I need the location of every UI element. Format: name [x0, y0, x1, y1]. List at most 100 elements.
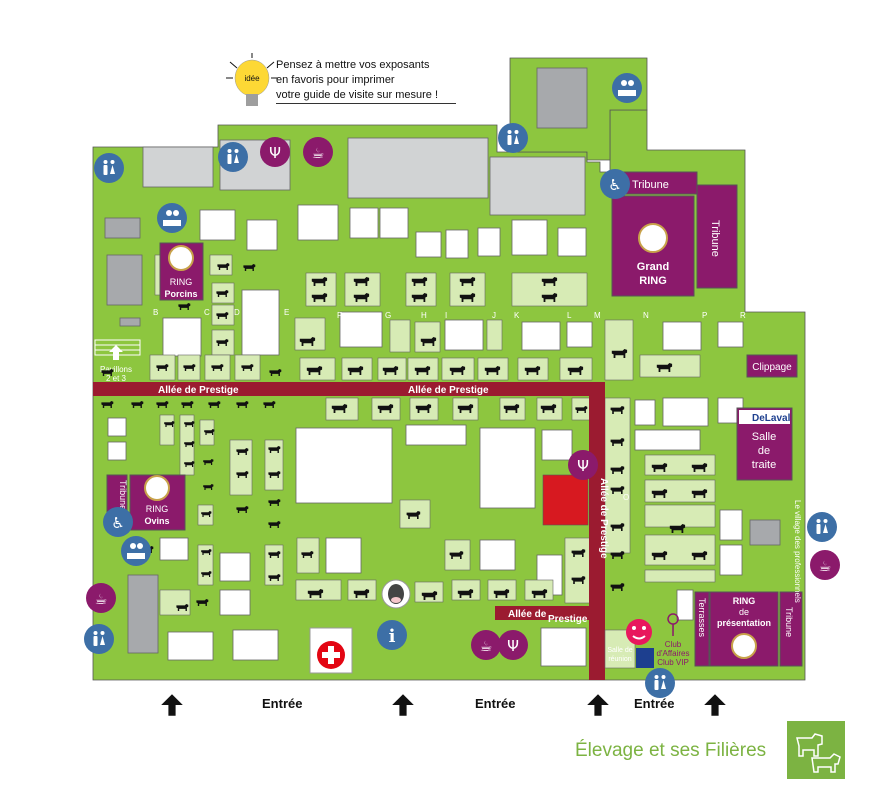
location-pin-icon	[667, 613, 679, 637]
svg-text:Ψ: Ψ	[507, 637, 519, 655]
letter-d: D	[234, 308, 240, 317]
toilet-icon[interactable]	[807, 512, 837, 542]
info-desk-icon[interactable]	[121, 536, 151, 566]
svg-text:♿: ♿	[111, 514, 124, 532]
cow-mascot-icon[interactable]	[381, 579, 411, 609]
letter-m: M	[594, 311, 601, 320]
salle-traite-zone[interactable]: DeLaval Salle de traite	[736, 407, 793, 481]
svg-text:i: i	[389, 626, 396, 647]
ring-presentation-label-3: présentation	[717, 618, 771, 628]
pavillons-label-1: Pavillons	[100, 365, 132, 374]
smiley-icon[interactable]	[626, 619, 652, 645]
info-desk-icon[interactable]	[612, 73, 642, 103]
footer-title: Élevage et ses Filières	[575, 740, 767, 761]
info-icon[interactable]: i	[377, 620, 407, 650]
arrow-up-icon	[161, 694, 183, 716]
info-desk-icon[interactable]	[157, 203, 187, 233]
salle-reunion-label-2: réunion	[608, 656, 631, 663]
ring-ovins-label-1: RING	[146, 504, 169, 514]
ring-presentation-label-2: de	[739, 607, 749, 617]
svg-text:☕: ☕	[819, 559, 832, 575]
letter-f: F	[337, 311, 342, 320]
svg-text:☕: ☕	[312, 146, 325, 162]
wheelchair-icons[interactable]: ♿ ♿	[103, 169, 630, 537]
tip-line-1: Pensez à mettre vos exposants	[276, 59, 430, 71]
delaval-logo-label: DeLaval	[752, 413, 791, 424]
club-label-3: Club VIP	[657, 658, 689, 667]
grand-ring[interactable]: Tribune Grand RING Tribune	[611, 171, 738, 297]
toilet-icon[interactable]	[94, 153, 124, 183]
letter-n: N	[643, 311, 649, 320]
alley-label-vertical: Allée de Prestige	[598, 478, 609, 559]
toilet-icon[interactable]	[498, 123, 528, 153]
alley-label-left: Allée de Prestige	[158, 385, 239, 396]
letter-c: C	[204, 308, 210, 317]
info-desk-icons[interactable]	[121, 73, 642, 566]
svg-text:♿: ♿	[608, 176, 621, 194]
arrow-up-icon	[704, 694, 726, 716]
ring-porcins-label-2: Porcins	[164, 289, 197, 299]
ring-porcins[interactable]: RING Porcins	[159, 242, 204, 301]
toilet-icon[interactable]	[645, 668, 675, 698]
tribune-ovins-label: Tribune	[118, 480, 128, 510]
ring-presentation[interactable]: Terrasses RING de présentation Tribune	[694, 591, 803, 667]
tip-text: Pensez à mettre vos exposants en favoris…	[276, 58, 456, 104]
toilet-icons[interactable]	[84, 123, 837, 698]
letter-k: K	[514, 311, 520, 320]
salle-reunion-label-1: Salle de	[607, 647, 632, 654]
letter-o: O	[623, 493, 629, 502]
entrance-label-1[interactable]: Entrée	[262, 696, 303, 711]
club-label-2: d'Affaires	[657, 649, 690, 658]
village-label: Le village des professionnels	[793, 500, 802, 603]
restaurant-icon[interactable]: Ψ	[260, 137, 290, 167]
alley-label-bottom-2: Prestige	[548, 614, 588, 625]
ring-ovins[interactable]: Tribune RING Ovins	[106, 474, 186, 531]
tribune-right-label: Tribune	[709, 220, 721, 257]
entrance-label-3[interactable]: Entrée	[634, 696, 675, 711]
restaurant-icon[interactable]: Ψ	[568, 450, 598, 480]
cafe-icon[interactable]: ☕	[471, 630, 501, 660]
restaurant-icon[interactable]: Ψ	[498, 630, 528, 660]
letter-r: R	[740, 311, 746, 320]
clippage-label: Clippage	[752, 362, 792, 373]
club-label-1: Club	[665, 640, 682, 649]
entrance-label-2[interactable]: Entrée	[475, 696, 516, 711]
clippage-zone[interactable]: Clippage	[746, 354, 798, 378]
letter-l: L	[567, 311, 572, 320]
cafe-icons[interactable]: ☕ ☕ ☕ ☕	[86, 137, 840, 660]
arrow-up-icon	[392, 694, 414, 716]
svg-text:Ψ: Ψ	[577, 457, 589, 475]
grand-ring-label-1: Grand	[637, 261, 669, 273]
pavillons-label-2: 2 et 3	[106, 374, 127, 383]
tip-line-2: en favoris pour imprimer	[276, 74, 395, 86]
restaurant-icons[interactable]: Ψ Ψ Ψ	[260, 137, 598, 660]
letter-b: B	[153, 308, 158, 317]
first-aid-icon[interactable]	[309, 627, 353, 674]
footer-logo-icon	[787, 721, 845, 779]
letter-i: I	[445, 311, 447, 320]
salle-traite-label-3: traite	[752, 459, 776, 471]
reserved-red-area	[542, 474, 589, 526]
arrow-up-icon	[587, 694, 609, 716]
club-logo-icon	[636, 648, 654, 668]
tribune-top-label: Tribune	[632, 179, 669, 191]
club-vip[interactable]: Salle de réunion Club d'Affaires Club VI…	[604, 629, 690, 669]
wheelchair-icon[interactable]: ♿	[600, 169, 630, 199]
wheelchair-icon[interactable]: ♿	[103, 507, 133, 537]
letter-g: G	[385, 311, 391, 320]
tip-line-3: votre guide de visite sur mesure !	[276, 89, 439, 101]
cafe-icon[interactable]: ☕	[303, 137, 333, 167]
grand-ring-label-2: RING	[639, 275, 667, 287]
salle-traite-label-1: Salle	[752, 431, 776, 443]
hall-letters: B C D E F G H I J K L M N O P R	[153, 308, 746, 502]
toilet-icon[interactable]	[218, 142, 248, 172]
terrasses-label: Terrasses	[697, 598, 707, 638]
ring-porcins-label-1: RING	[170, 277, 193, 287]
pavillons-marker[interactable]: Pavillons 2 et 3	[94, 339, 141, 383]
lightbulb-icon: idée	[226, 53, 278, 106]
cafe-icon[interactable]: ☕	[86, 583, 116, 613]
cafe-icon[interactable]: ☕	[810, 550, 840, 580]
toilet-icon[interactable]	[84, 624, 114, 654]
alley-label-bottom: Allée de	[508, 609, 547, 620]
